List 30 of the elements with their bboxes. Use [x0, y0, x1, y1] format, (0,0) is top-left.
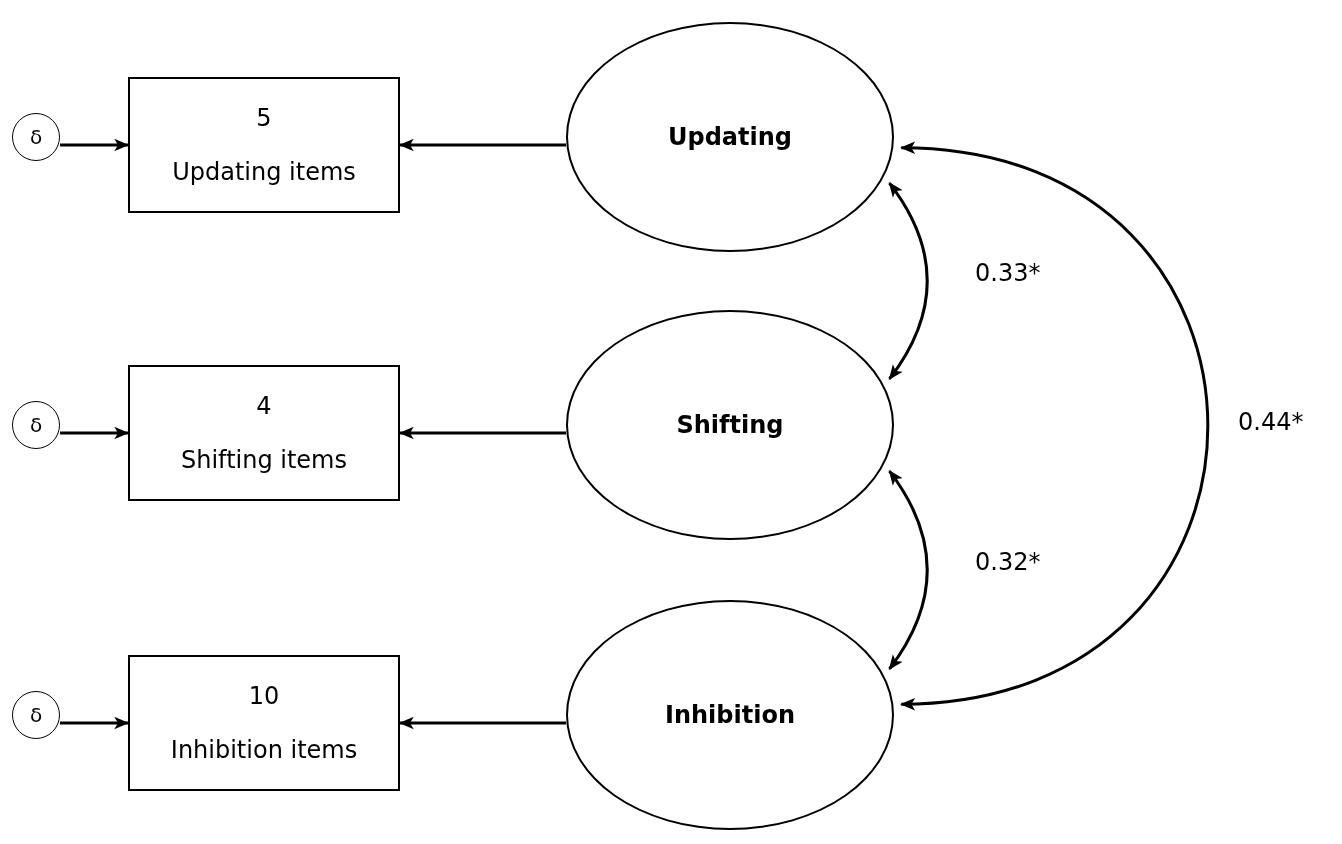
- error-circle: [12, 113, 60, 161]
- indicator-box: [128, 77, 400, 213]
- item-count: 10: [248, 682, 280, 711]
- error-circle: [12, 691, 60, 739]
- edge-label: 0.44*: [1238, 408, 1304, 436]
- error-symbol: δ: [29, 413, 43, 437]
- item-count: 5: [256, 104, 272, 133]
- factor-label: Shifting: [676, 411, 784, 439]
- error-symbol: δ: [29, 703, 43, 727]
- arrow: [60, 426, 130, 440]
- edge-label: 0.32*: [975, 548, 1041, 576]
- indicator-label: Updating items: [172, 157, 356, 186]
- arrow: [888, 470, 929, 670]
- arrow: [60, 716, 130, 730]
- factor-label: Updating: [668, 123, 792, 151]
- factor-label: Inhibition: [665, 701, 795, 729]
- error-symbol: δ: [29, 125, 43, 149]
- latent-ellipse: [566, 22, 894, 252]
- indicator-box: [128, 655, 400, 791]
- error-circle: [12, 401, 60, 449]
- indicator-label: Inhibition items: [170, 735, 358, 764]
- arrow: [900, 143, 1209, 709]
- item-count: 4: [256, 392, 272, 421]
- arrow: [60, 138, 130, 152]
- latent-ellipse: [566, 310, 894, 540]
- indicator-label: Shifting items: [181, 445, 347, 474]
- arrow: [888, 182, 929, 380]
- indicator-box: [128, 365, 400, 501]
- edge-label: 0.33*: [975, 259, 1041, 287]
- latent-ellipse: [566, 600, 894, 830]
